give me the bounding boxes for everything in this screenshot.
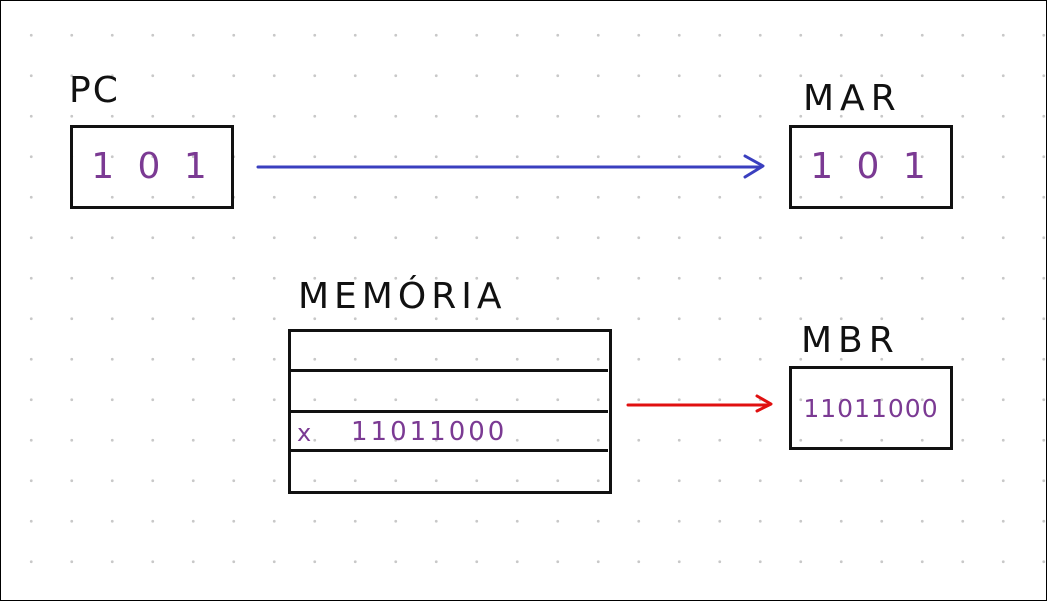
pc-register-box: 1 0 1 bbox=[70, 125, 234, 209]
memory-row-divider bbox=[291, 449, 608, 452]
memory-to-mbr-arrow bbox=[626, 394, 773, 413]
pc-label: PC bbox=[69, 70, 120, 111]
mbr-label: MBR bbox=[801, 320, 900, 361]
mar-value: 1 0 1 bbox=[810, 146, 932, 187]
mbr-value: 11011000 bbox=[803, 393, 939, 423]
pc-value: 1 0 1 bbox=[91, 146, 213, 187]
mbr-register-box: 11011000 bbox=[789, 366, 953, 450]
pc-to-mar-arrow bbox=[256, 154, 765, 179]
memory-row-address: x bbox=[297, 419, 312, 447]
memory-row-divider bbox=[291, 369, 608, 372]
mar-label: MAR bbox=[803, 78, 902, 119]
mar-register-box: 1 0 1 bbox=[789, 125, 953, 209]
memory-row-content: 11011000 bbox=[351, 417, 508, 447]
memory-row-divider bbox=[291, 410, 608, 413]
memory-row: x 11011000 bbox=[291, 413, 609, 449]
memory-block: x 11011000 bbox=[288, 329, 612, 494]
memory-label: MEMÓRIA bbox=[298, 276, 507, 317]
